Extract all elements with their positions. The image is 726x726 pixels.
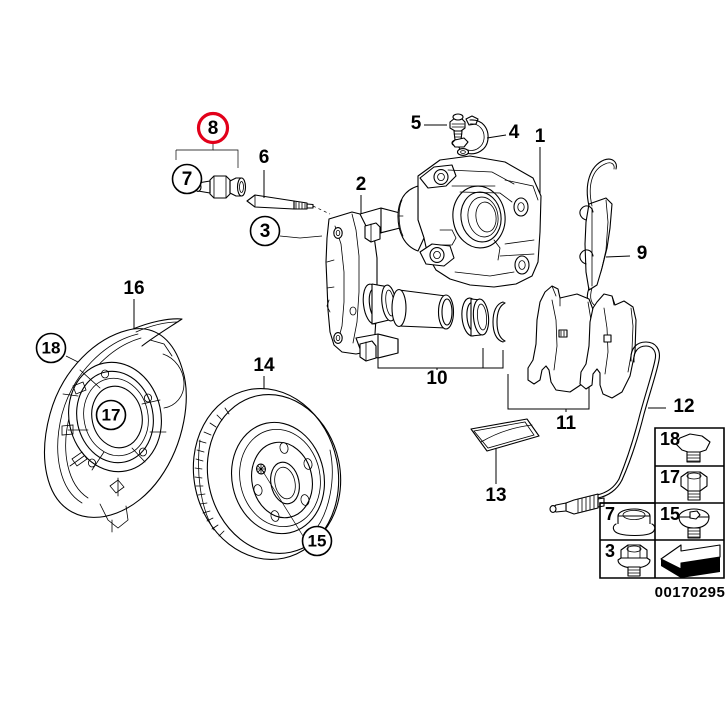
lubricant-sachet-part-13 xyxy=(470,418,540,484)
callout-9: 9 xyxy=(637,243,648,264)
callout-label-3: 3 xyxy=(260,221,271,242)
guide-bolt-part-3 xyxy=(279,205,331,239)
callout-ring-18 xyxy=(35,332,67,364)
arrow-direction-icon xyxy=(660,544,721,578)
brake-caliper-housing-part-1 xyxy=(397,147,542,288)
callout-12: 12 xyxy=(673,396,694,417)
legend-label-17: 17 xyxy=(660,467,680,487)
callout-15: 15 xyxy=(301,525,333,557)
flanged-hex-bolt-icon xyxy=(617,544,651,577)
callout-13: 13 xyxy=(485,485,506,506)
flange-head-bolt-icon xyxy=(675,433,711,463)
callout-3: 3 xyxy=(249,215,281,247)
callout-label-8: 8 xyxy=(208,118,219,139)
rubber-cap-icon xyxy=(612,508,656,537)
callout-label-12: 12 xyxy=(673,396,694,417)
brake-pad-wear-sensor-part-12 xyxy=(549,341,666,515)
countersunk-screw-icon xyxy=(678,508,710,539)
callout-10: 10 xyxy=(426,368,447,389)
callout-label-6: 6 xyxy=(259,147,270,168)
callout-label-14: 14 xyxy=(253,355,275,376)
legend-table xyxy=(599,427,725,579)
callout-1: 1 xyxy=(535,126,546,147)
callout-label-1: 1 xyxy=(535,126,546,147)
callout-14: 14 xyxy=(253,355,275,376)
caliper-carrier-bracket-part-2 xyxy=(325,195,401,362)
callout-label-2: 2 xyxy=(356,174,367,195)
callout-4: 4 xyxy=(509,122,520,143)
callout-5: 5 xyxy=(411,113,422,134)
callout-label-7: 7 xyxy=(182,169,193,190)
callout-label-4: 4 xyxy=(509,122,520,143)
callout-label-16: 16 xyxy=(123,278,144,299)
callout-label-9: 9 xyxy=(637,243,648,264)
callout-label-17: 17 xyxy=(102,405,121,424)
legend-label-7: 7 xyxy=(605,504,615,524)
callout-label-10: 10 xyxy=(426,368,447,389)
callout-label-5: 5 xyxy=(411,113,422,134)
callout-8-highlighted: 8 xyxy=(196,111,230,145)
callout-label-11: 11 xyxy=(556,413,577,434)
callout-18: 18 xyxy=(35,332,67,364)
legend-label-15: 15 xyxy=(660,504,680,524)
legend-label-3: 3 xyxy=(605,541,615,561)
brake-disc-part-14 xyxy=(192,376,342,560)
callout-2: 2 xyxy=(356,174,367,195)
brake-pad-set-part-11 xyxy=(507,285,637,412)
callout-ring-15 xyxy=(301,525,333,557)
callout-label-15: 15 xyxy=(308,531,327,550)
piston-and-seal-kit-part-10 xyxy=(362,283,506,370)
callout-7: 7 xyxy=(171,163,203,195)
callout-16: 16 xyxy=(123,278,144,299)
callout-ring-8 xyxy=(196,111,230,145)
legend-label-18: 18 xyxy=(660,429,680,449)
part-number-text: 00170295 xyxy=(655,584,726,601)
callout-6: 6 xyxy=(259,147,270,168)
callout-label-13: 13 xyxy=(485,485,506,506)
callout-label-18: 18 xyxy=(42,338,61,357)
callout-ring-17 xyxy=(95,399,127,431)
callout-17: 17 xyxy=(95,399,127,431)
brake-hose-clip-part-4 xyxy=(451,115,507,156)
callout-ring-7 xyxy=(171,163,203,195)
callout-ring-3 xyxy=(249,215,281,247)
guide-pin-part-6 xyxy=(246,170,314,210)
hex-head-bolt-icon xyxy=(680,471,708,501)
callout-11: 11 xyxy=(556,413,577,434)
